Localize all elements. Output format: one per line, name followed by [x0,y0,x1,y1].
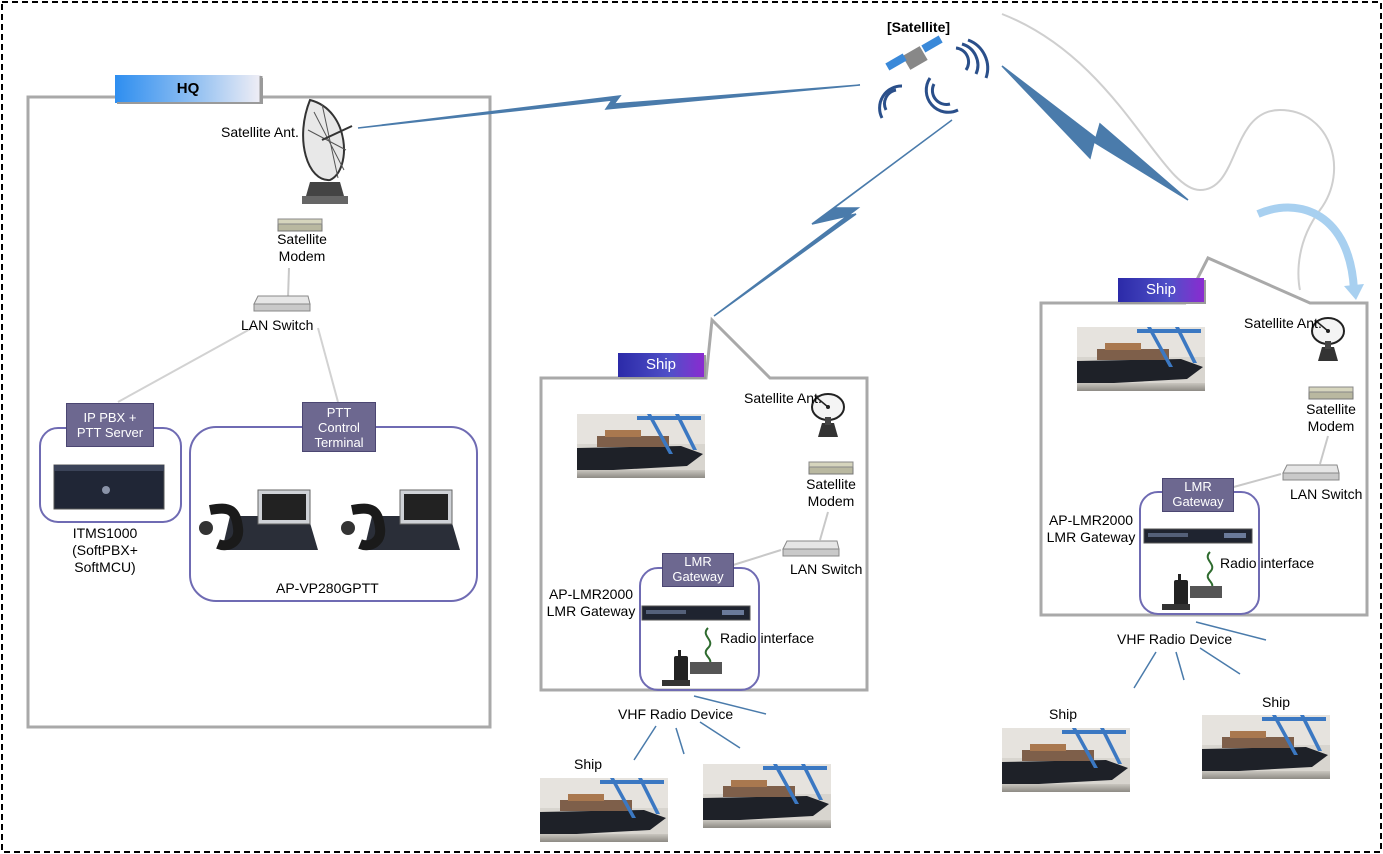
lmr-gateway-icon [1143,528,1253,544]
ship-right-satellite-ant-label: Satellite Ant. [1244,315,1322,331]
ippbx-tag: IP PBX +PTT Server [66,403,154,447]
phone-caption: AP-VP280GPTT [276,580,379,596]
hq-title: HQ [115,76,261,102]
ship-center-radio-interface-label: Radio interface [720,630,815,646]
ship-center-frame [539,316,869,692]
vhf-rays-center [633,695,767,761]
ship-right-title: Ship [1118,278,1204,302]
ship-right-lan-switch-label: LAN Switch [1290,486,1363,502]
hq-title-tab [115,75,261,103]
ship-photo [703,764,831,828]
vhf-rays-right [1133,621,1267,689]
ship-center-switch-icon [782,540,840,557]
ship-center-modem-icon [808,461,854,475]
ship-center-ship-label: Ship [574,756,603,772]
ip-phone-icon [341,490,460,550]
satellite-link-ship-center [713,119,953,317]
ship-right-frame [1039,256,1369,617]
hq-lan-switch-label: LAN Switch [241,317,314,333]
decorative-curve [1001,13,1336,291]
ship-photo [577,414,705,478]
ship-center-title-tab [618,353,704,377]
ship-right-ship-label-left: Ship [1049,706,1078,722]
decorative-arrow [1256,203,1358,291]
hq-satellite-dish-icon [302,98,353,204]
radio-cable-icon [704,627,712,667]
ship-center-lan-switch-label: LAN Switch [790,561,863,577]
ship-right-switch-icon [1282,464,1340,481]
satellite-link-hq [357,84,861,129]
ship-photo [1077,327,1205,391]
ship-right-radio-interface-label: Radio interface [1220,555,1315,571]
ship-right-vhf-label: VHF Radio Device [1117,631,1233,647]
hq-switch-icon [253,295,311,312]
hq-satellite-ant-label: Satellite Ant. [221,124,299,140]
walkie-talkie-icon [662,650,722,686]
hq-modem-icon [277,218,323,232]
lmr-gateway-icon [641,605,751,621]
ship-right-title-tab [1118,278,1204,302]
satellite-icon [878,35,990,119]
walkie-talkie-icon [1162,574,1222,610]
satellite-label: [Satellite] [887,19,951,35]
ship-center-satellite-ant-label: Satellite Ant. [744,390,822,406]
ship-right-modem-icon [1308,386,1354,400]
ship-center-title: Ship [618,353,704,377]
ship-photo [1002,728,1130,792]
ship-photo [540,778,668,842]
radio-cable-icon [1206,551,1214,591]
ship-center-vhf-label: VHF Radio Device [618,706,734,722]
server-icon [53,464,165,510]
server-caption: ITMS1000(SoftPBX+SoftMCU) [72,525,138,575]
ip-phone-icon [199,490,318,550]
ship-right-ship-label-right: Ship [1262,694,1291,710]
satellite-link-ship-right [1001,65,1189,201]
ship-photo [1202,715,1330,779]
